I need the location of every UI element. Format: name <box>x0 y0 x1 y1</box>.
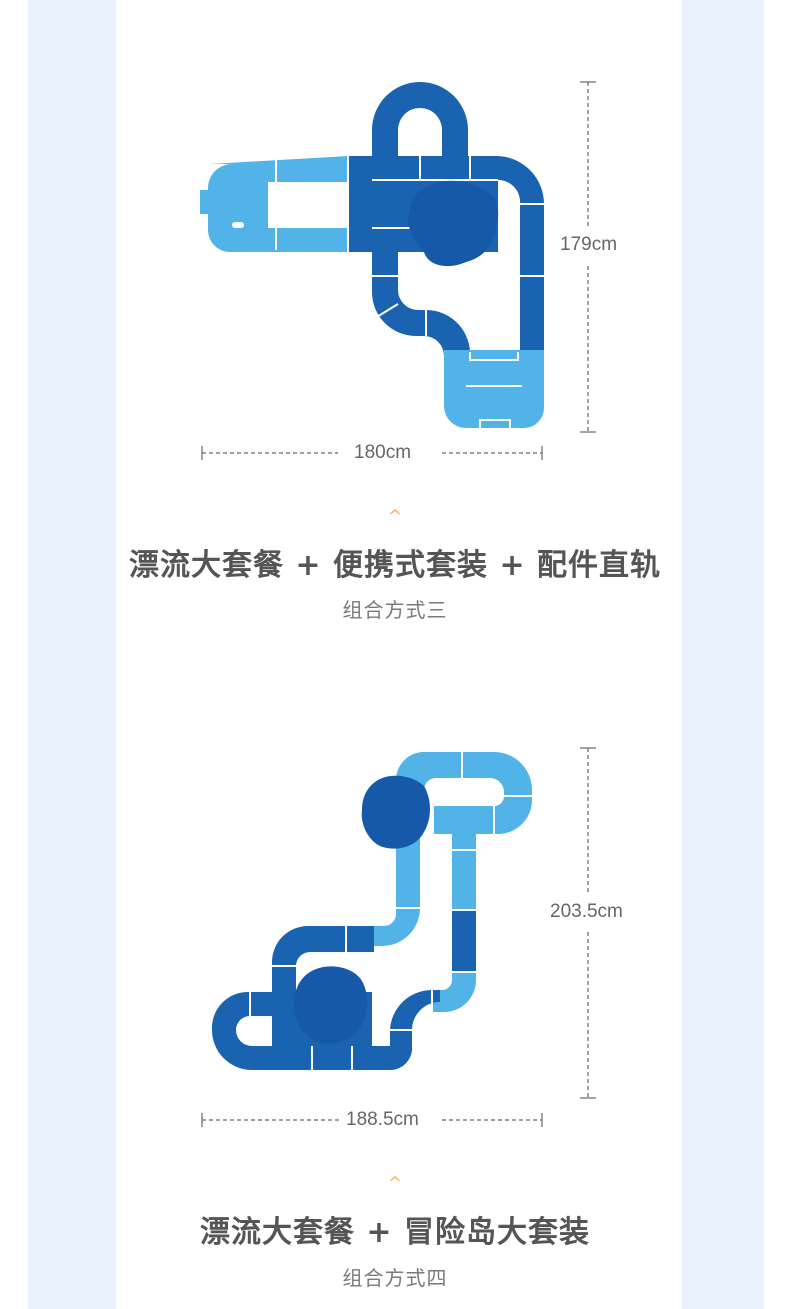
track-dividers-three <box>275 156 544 336</box>
caret-icon: ^ <box>387 1174 403 1194</box>
track-light-bus-slot <box>232 222 244 228</box>
combo-three-layout-diagram: 180cm 179cm <box>0 0 790 480</box>
track-light-curve-right <box>432 972 476 1012</box>
track-layout-three <box>200 81 596 460</box>
track-layout-four <box>201 747 596 1127</box>
track-s-curve <box>372 252 470 356</box>
width-dimension-label: 188.5cm <box>342 1109 423 1131</box>
combo-title: 漂流大套餐 + 便携式套装 + 配件直轨 <box>128 548 662 583</box>
track-light-stem-left <box>374 830 420 946</box>
track-light-bottom <box>444 350 544 428</box>
dimension-width-three <box>201 446 543 460</box>
combo-four-layout-diagram: 188.5cm 203.5cm <box>201 747 627 1131</box>
dimension-height-three <box>580 81 596 433</box>
track-light-bus-inner <box>268 182 348 228</box>
dimension-width-four <box>201 1113 543 1127</box>
track-light-stem <box>452 826 476 910</box>
track-top-loop <box>372 82 468 160</box>
track-dark-upper-bend <box>272 926 374 992</box>
track-top-loop-light <box>396 752 532 834</box>
combo-title: 漂流大套餐 + 冒险岛大套装 <box>199 1215 591 1250</box>
combo-subtitle: 组合方式四 <box>342 1266 448 1290</box>
pond-four-top <box>361 775 430 849</box>
right-side-band <box>682 0 764 1309</box>
pond-three <box>408 180 499 267</box>
width-dimension-label: 180cm <box>350 442 416 464</box>
dimension-height-four <box>580 747 596 1099</box>
height-dimension-label: 203.5cm <box>546 901 627 923</box>
track-dark-stem <box>452 910 476 974</box>
caret-icon: ^ <box>387 507 403 527</box>
left-side-band <box>28 0 116 1309</box>
height-dimension-label: 179cm <box>556 234 622 256</box>
track-dividers-four <box>249 752 532 1070</box>
track-light-bus-cab <box>200 190 214 214</box>
combo-subtitle: 组合方式三 <box>342 598 448 622</box>
track-dark-bottom-loop <box>211 989 440 1070</box>
pond-four-bottom <box>294 966 367 1044</box>
track-light-bottom-lines <box>466 352 522 428</box>
